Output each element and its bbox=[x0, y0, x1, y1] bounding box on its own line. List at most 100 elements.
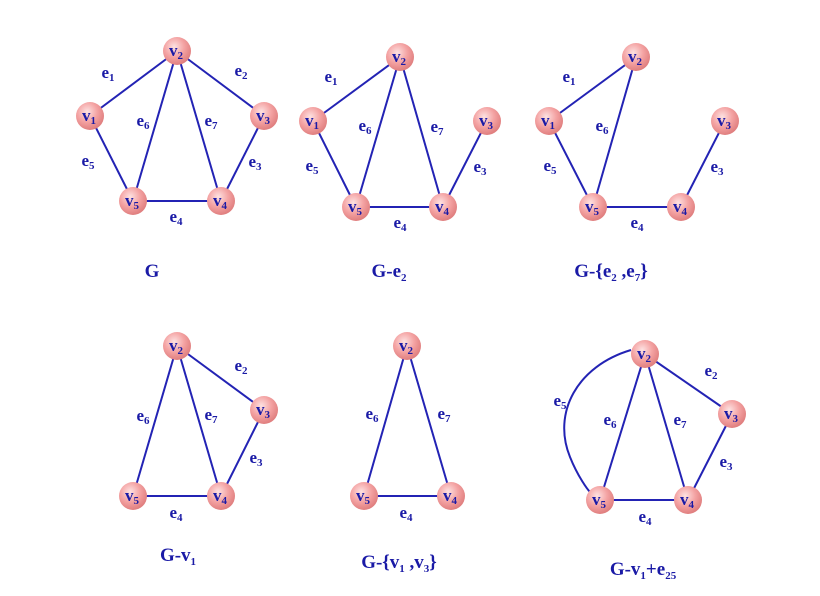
edge-label-e4: e4 bbox=[169, 503, 183, 524]
node-label-v2: v2 bbox=[628, 47, 643, 68]
edge-label-e6: e6 bbox=[595, 116, 609, 137]
edge-e3 bbox=[687, 413, 733, 501]
node-circle-v1 bbox=[535, 107, 563, 135]
node-label-v2: v2 bbox=[392, 47, 407, 68]
node-label-v4: v4 bbox=[213, 486, 228, 507]
edge-e2 bbox=[644, 353, 733, 415]
edge-label-e2: e2 bbox=[234, 61, 248, 82]
node-v3: v3 bbox=[711, 107, 739, 135]
edge-e7 bbox=[399, 56, 444, 208]
edge-label-e1: e1 bbox=[562, 67, 575, 88]
edge-label-e3: e3 bbox=[710, 157, 724, 178]
node-label-v4: v4 bbox=[213, 191, 228, 212]
node-circle-v5 bbox=[350, 482, 378, 510]
edge-e7 bbox=[176, 345, 222, 497]
node-circle-v1 bbox=[76, 102, 104, 130]
caption-g-minus-e2-e7: G-{e2 ,e7} bbox=[574, 261, 647, 283]
node-circle-v5 bbox=[119, 187, 147, 215]
node-v4: v4 bbox=[429, 193, 457, 221]
edge-label-e6: e6 bbox=[136, 406, 150, 427]
node-v4: v4 bbox=[667, 193, 695, 221]
edge-e1 bbox=[89, 50, 178, 117]
node-label-v2: v2 bbox=[169, 336, 184, 357]
node-label-v1: v1 bbox=[305, 111, 319, 132]
edge-label-e4: e4 bbox=[399, 503, 413, 524]
caption-g-minus-v1-v3: G-{v1 ,v3} bbox=[361, 552, 437, 574]
node-circle-v2 bbox=[163, 332, 191, 360]
node-v2: v2 bbox=[386, 43, 414, 71]
node-label-v4: v4 bbox=[435, 197, 450, 218]
caption-g-minus-v1-plus-e25: G-v1+e25 bbox=[610, 559, 677, 581]
edge-label-e2: e2 bbox=[234, 356, 248, 377]
node-v4: v4 bbox=[674, 486, 702, 514]
edge-e2 bbox=[176, 345, 265, 411]
edge-label-e7: e7 bbox=[204, 405, 218, 426]
edge-label-e5: e5 bbox=[553, 391, 567, 412]
edge-e2 bbox=[176, 50, 265, 117]
edge-e1 bbox=[312, 56, 401, 122]
node-v4: v4 bbox=[437, 482, 465, 510]
edge-label-e6: e6 bbox=[358, 116, 372, 137]
edge-label-e7: e7 bbox=[673, 410, 687, 431]
edge-e7 bbox=[406, 345, 452, 497]
node-circle-v4 bbox=[667, 193, 695, 221]
node-circle-v3 bbox=[473, 107, 501, 135]
node-v3: v3 bbox=[718, 400, 746, 428]
edge-e7 bbox=[644, 353, 689, 501]
edge-e6 bbox=[132, 50, 178, 202]
node-label-v4: v4 bbox=[673, 197, 688, 218]
node-circle-v5 bbox=[586, 486, 614, 514]
edge-e5 bbox=[89, 115, 134, 202]
node-label-v5: v5 bbox=[356, 486, 371, 507]
node-circle-v5 bbox=[119, 482, 147, 510]
node-circle-v4 bbox=[429, 193, 457, 221]
edge-e3 bbox=[680, 120, 726, 208]
edge-label-e7: e7 bbox=[437, 404, 451, 425]
node-circle-v2 bbox=[622, 43, 650, 71]
node-label-v4: v4 bbox=[443, 486, 458, 507]
edge-label-e3: e3 bbox=[719, 452, 733, 473]
edge-e6 bbox=[363, 345, 408, 497]
node-label-v3: v3 bbox=[724, 404, 739, 425]
node-v5: v5 bbox=[586, 486, 614, 514]
edge-label-e2: e2 bbox=[704, 361, 718, 382]
node-label-v3: v3 bbox=[479, 111, 494, 132]
edge-e6 bbox=[599, 353, 646, 501]
node-v3: v3 bbox=[473, 107, 501, 135]
node-circle-v1 bbox=[299, 107, 327, 135]
node-label-v4: v4 bbox=[680, 490, 695, 511]
node-v5: v5 bbox=[119, 187, 147, 215]
node-circle-v4 bbox=[207, 482, 235, 510]
node-v4: v4 bbox=[207, 187, 235, 215]
edge-label-e6: e6 bbox=[136, 111, 150, 132]
edge-e6 bbox=[592, 56, 637, 208]
node-v5: v5 bbox=[342, 193, 370, 221]
edge-label-e3: e3 bbox=[248, 152, 262, 173]
edge-e3 bbox=[220, 409, 265, 497]
node-label-v5: v5 bbox=[125, 191, 140, 212]
node-label-v2: v2 bbox=[637, 344, 652, 365]
edge-label-e4: e4 bbox=[169, 207, 183, 228]
node-v1: v1 bbox=[535, 107, 563, 135]
edge-e3 bbox=[220, 115, 265, 202]
edge-e6 bbox=[132, 345, 178, 497]
node-circle-v5 bbox=[342, 193, 370, 221]
node-v2: v2 bbox=[163, 332, 191, 360]
edge-e5 bbox=[312, 120, 357, 208]
node-label-v1: v1 bbox=[82, 106, 96, 127]
node-v5: v5 bbox=[350, 482, 378, 510]
node-v5: v5 bbox=[119, 482, 147, 510]
node-v2: v2 bbox=[393, 332, 421, 360]
caption-g-minus-v1: G-v1 bbox=[160, 545, 196, 567]
edge-label-e4: e4 bbox=[630, 213, 644, 234]
edge-label-e4: e4 bbox=[638, 507, 652, 528]
node-label-v5: v5 bbox=[125, 486, 140, 507]
node-v1: v1 bbox=[299, 107, 327, 135]
node-circle-v3 bbox=[718, 400, 746, 428]
node-label-v3: v3 bbox=[256, 106, 271, 127]
edge-e1 bbox=[548, 56, 637, 122]
